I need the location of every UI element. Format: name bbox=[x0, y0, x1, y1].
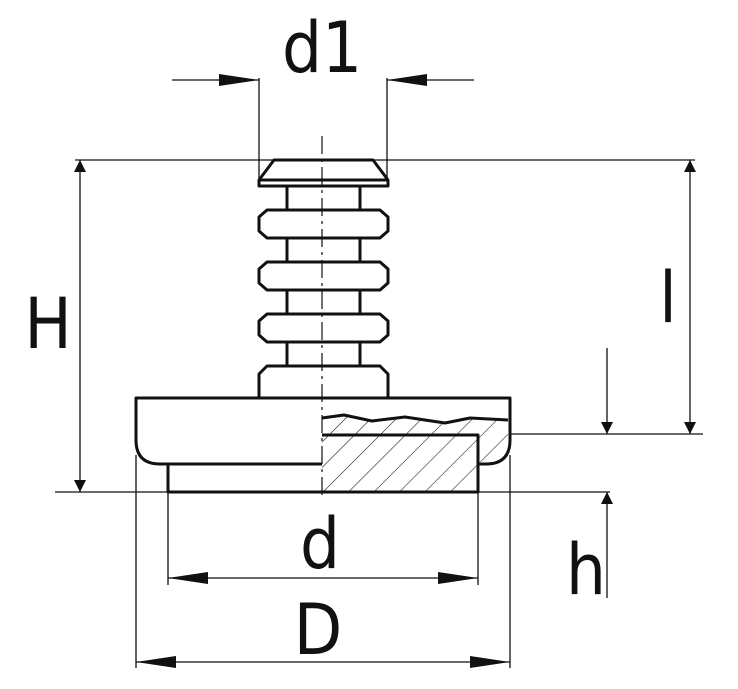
stem bbox=[257, 158, 390, 400]
label-d1: d1 bbox=[282, 7, 362, 89]
label-D: D bbox=[294, 589, 343, 671]
dimension-lines bbox=[74, 74, 696, 668]
label-h: h bbox=[566, 529, 606, 611]
label-l: l bbox=[659, 257, 677, 339]
label-H: H bbox=[24, 283, 71, 365]
section-view bbox=[321, 413, 509, 492]
label-d: d bbox=[300, 503, 340, 585]
